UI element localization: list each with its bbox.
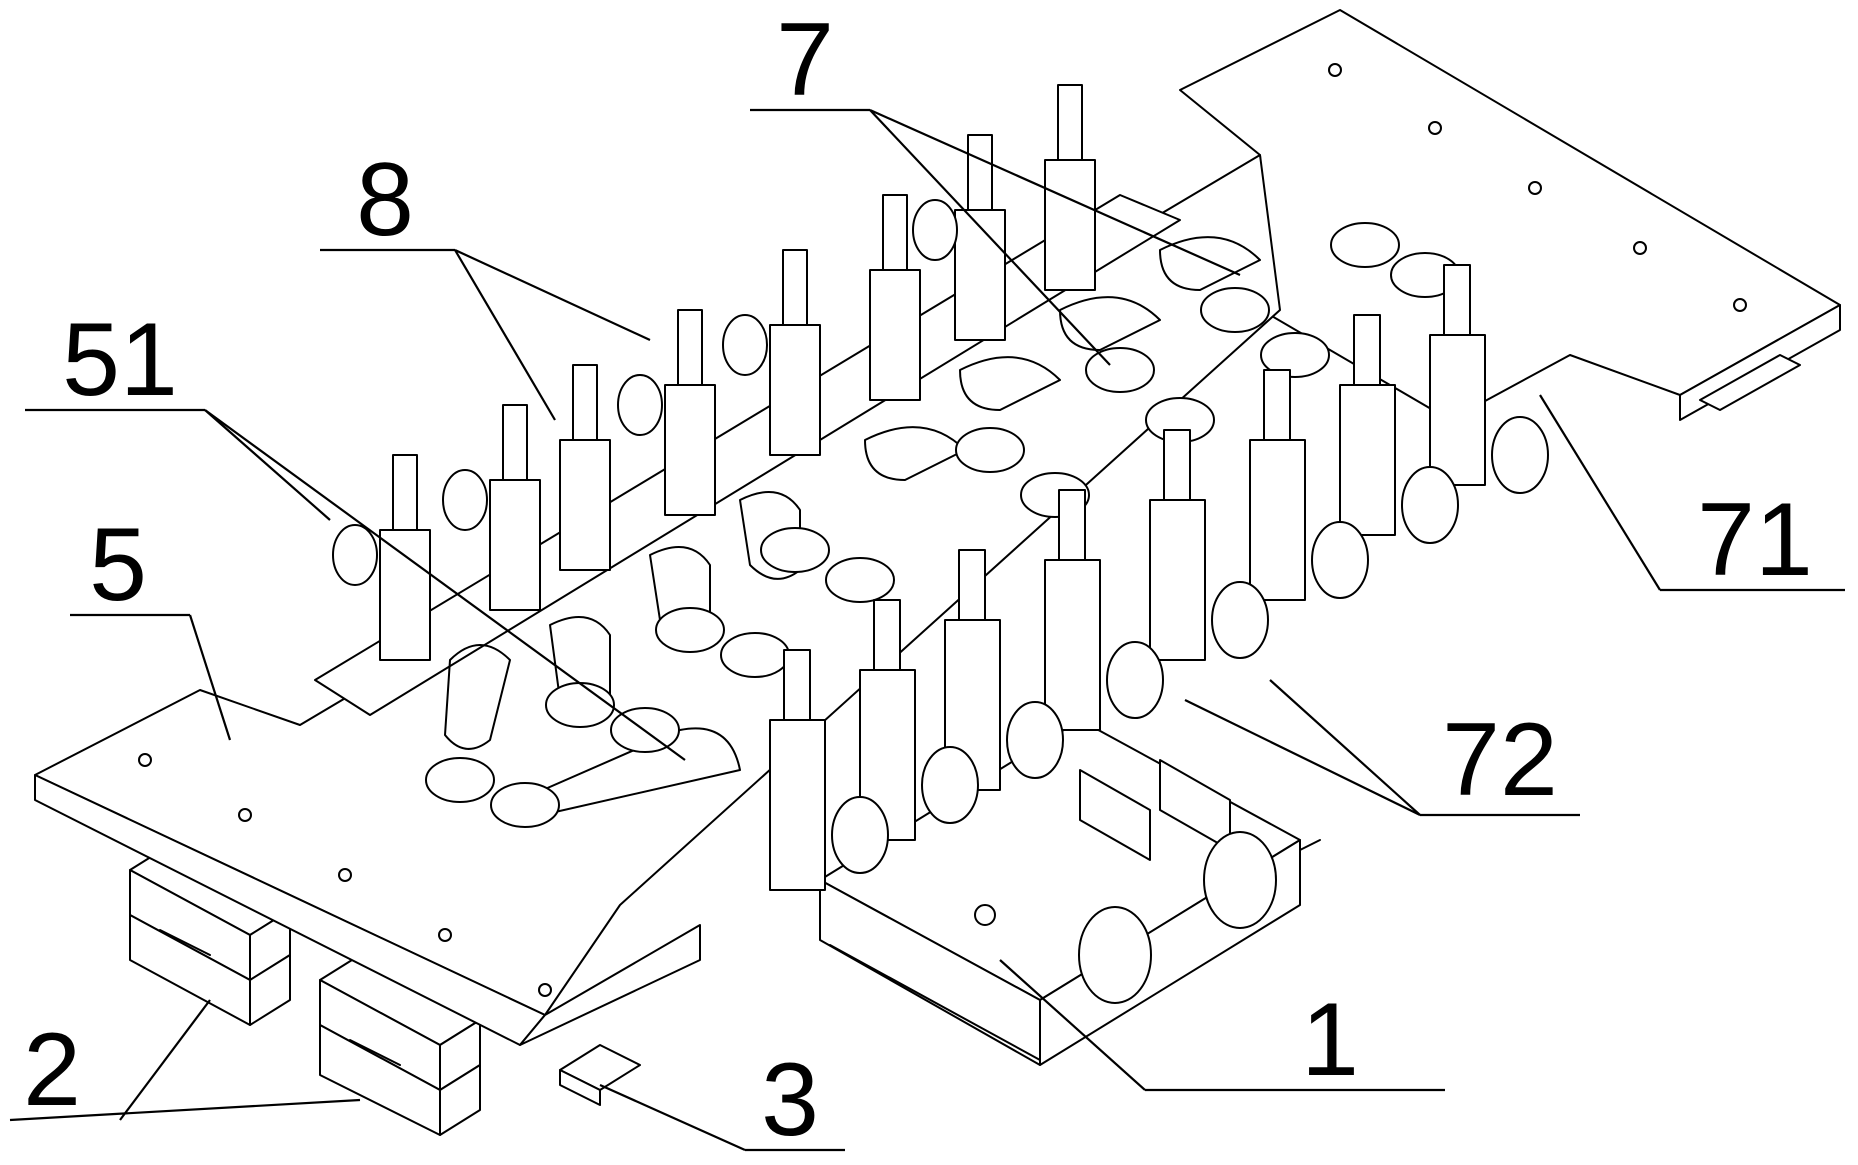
label-51: 51 <box>62 302 178 418</box>
callout-labels: 1 2 3 5 51 7 71 72 8 <box>23 2 1813 1158</box>
label-7: 7 <box>776 2 834 118</box>
label-72: 72 <box>1442 702 1558 818</box>
leader-lines <box>9 108 1845 1152</box>
rear-plate <box>1179 9 1841 421</box>
rear-cylinder-row <box>332 84 1096 661</box>
valve-base-block <box>819 719 1321 1066</box>
mounting-block-right <box>319 954 481 1136</box>
guide-rail <box>559 1044 641 1106</box>
label-2: 2 <box>23 1012 81 1128</box>
label-71: 71 <box>1697 482 1813 598</box>
front-cylinder-row <box>769 264 1549 891</box>
label-3: 3 <box>761 1042 819 1158</box>
label-5: 5 <box>89 507 147 623</box>
label-1: 1 <box>1301 982 1359 1098</box>
label-8: 8 <box>356 142 414 258</box>
